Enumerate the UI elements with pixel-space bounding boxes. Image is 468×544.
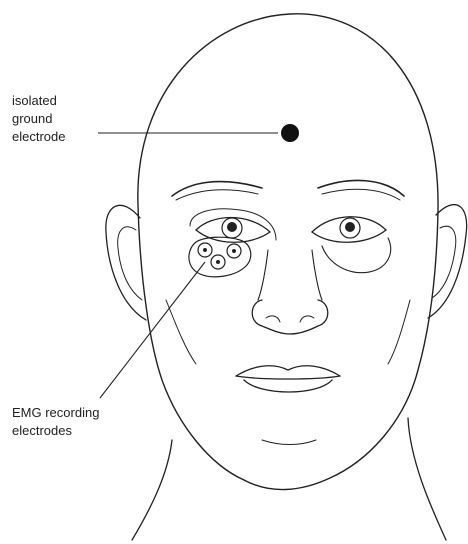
right-eye-pupil [345, 222, 355, 232]
right-eyebrow [318, 180, 404, 196]
left-ear [106, 205, 146, 320]
left-ear-inner [118, 227, 142, 300]
neck-right [408, 418, 446, 540]
left-eyebrow-lower [176, 190, 258, 200]
emg-electrode-1 [198, 243, 212, 257]
emg-label-line-2: electrodes [12, 422, 142, 440]
ground-electrode-label: isolated ground electrode [12, 92, 122, 146]
emg-label-line-1: EMG recording [12, 404, 142, 422]
emg-electrodes-label: EMG recording electrodes [12, 404, 142, 440]
nose-bridge-right [312, 250, 322, 300]
left-cheek-line [166, 300, 196, 364]
right-ear [428, 205, 467, 318]
left-eyebrow [172, 182, 262, 196]
nose-base [252, 300, 328, 334]
emg-electrode-2 [227, 244, 241, 258]
ground-electrode [281, 124, 299, 142]
right-eyebrow-lower [322, 189, 400, 200]
head-outline [138, 14, 438, 490]
left-eye-pupil [227, 222, 237, 232]
upper-lip [236, 366, 340, 376]
neck-left [132, 440, 172, 540]
nostril-left [266, 316, 280, 322]
right-cheek-line [388, 300, 410, 364]
right-eye-bag [322, 238, 391, 273]
emg-leader-line [100, 262, 205, 398]
lower-lip [244, 380, 332, 392]
chin-line [262, 440, 316, 445]
nose-bridge-left [258, 250, 268, 300]
emg-electrode-3 [211, 255, 225, 269]
mouth-line [236, 376, 340, 379]
ground-label-line-1: isolated [12, 92, 122, 110]
nostril-right [300, 316, 314, 322]
ground-label-line-2: ground [12, 110, 122, 128]
ground-label-line-3: electrode [12, 128, 122, 146]
